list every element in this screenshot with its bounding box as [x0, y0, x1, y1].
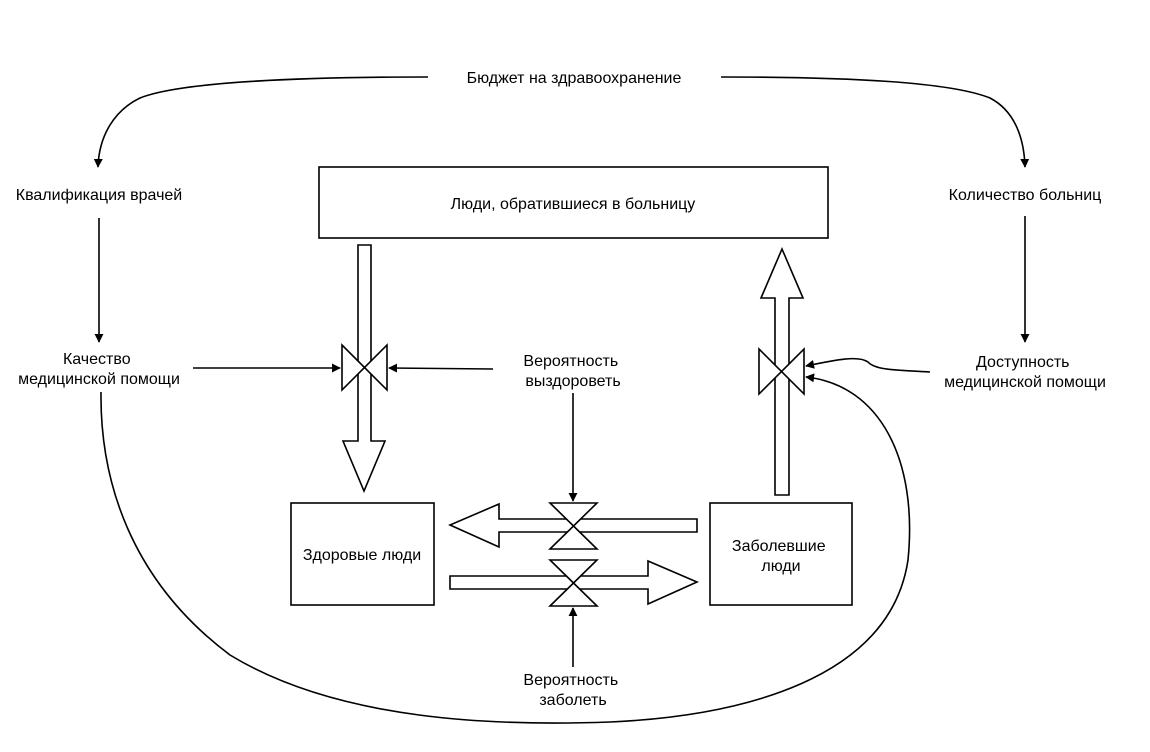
care-accessibility-label: Доступность медицинской помощи	[944, 354, 1106, 391]
recovery-probability-line-2: выздороветь	[525, 373, 620, 390]
valve-recovery	[548, 502, 599, 550]
budget-label: Бюджет на здравоохранение	[467, 70, 682, 87]
sick-people-box	[709, 502, 853, 606]
hospital-visitors-box	[318, 166, 829, 239]
sickness-probability-line-1: Вероятность	[523, 672, 618, 689]
link-budget-to-hospitals	[720, 76, 1030, 168]
hospital-count-label: Количество больниц	[949, 187, 1102, 204]
valve-recovery-in-hospital	[341, 343, 388, 392]
link-quality-to-admission-valve	[100, 373, 911, 724]
doctor-qualification-label: Квалификация врачей	[16, 187, 183, 204]
hospital-visitors-label: Люди, обратившиеся в больницу	[451, 196, 696, 213]
sickness-probability-line-2: заболеть	[539, 692, 606, 709]
link-accessibility-to-valve	[805, 357, 931, 373]
sick-people-label: Заболевшие люди	[732, 538, 830, 575]
sick-people-line-1: Заболевшие	[732, 538, 826, 555]
care-quality-label: Качество медицинской помощи	[18, 351, 180, 388]
care-accessibility-line-1: Доступность	[976, 354, 1069, 371]
link-budget-to-qualification	[93, 76, 429, 168]
care-quality-line-2: медицинской помощи	[18, 371, 180, 388]
care-accessibility-line-2: медицинской помощи	[944, 374, 1106, 391]
recovery-probability-line-1: Вероятность	[523, 353, 618, 370]
sick-people-line-2: люди	[761, 558, 800, 575]
healthy-people-label: Здоровые люди	[303, 547, 421, 564]
sickness-probability-label: Вероятность заболеть	[523, 672, 622, 709]
link-recovery-probability-to-valve	[388, 363, 494, 373]
recovery-probability-label: Вероятность выздороветь	[523, 353, 622, 390]
healthy-people-box	[290, 502, 435, 606]
valve-hospital-admission	[758, 347, 805, 396]
valve-getting-sick	[548, 559, 599, 607]
care-quality-line-1: Качество	[63, 351, 131, 368]
